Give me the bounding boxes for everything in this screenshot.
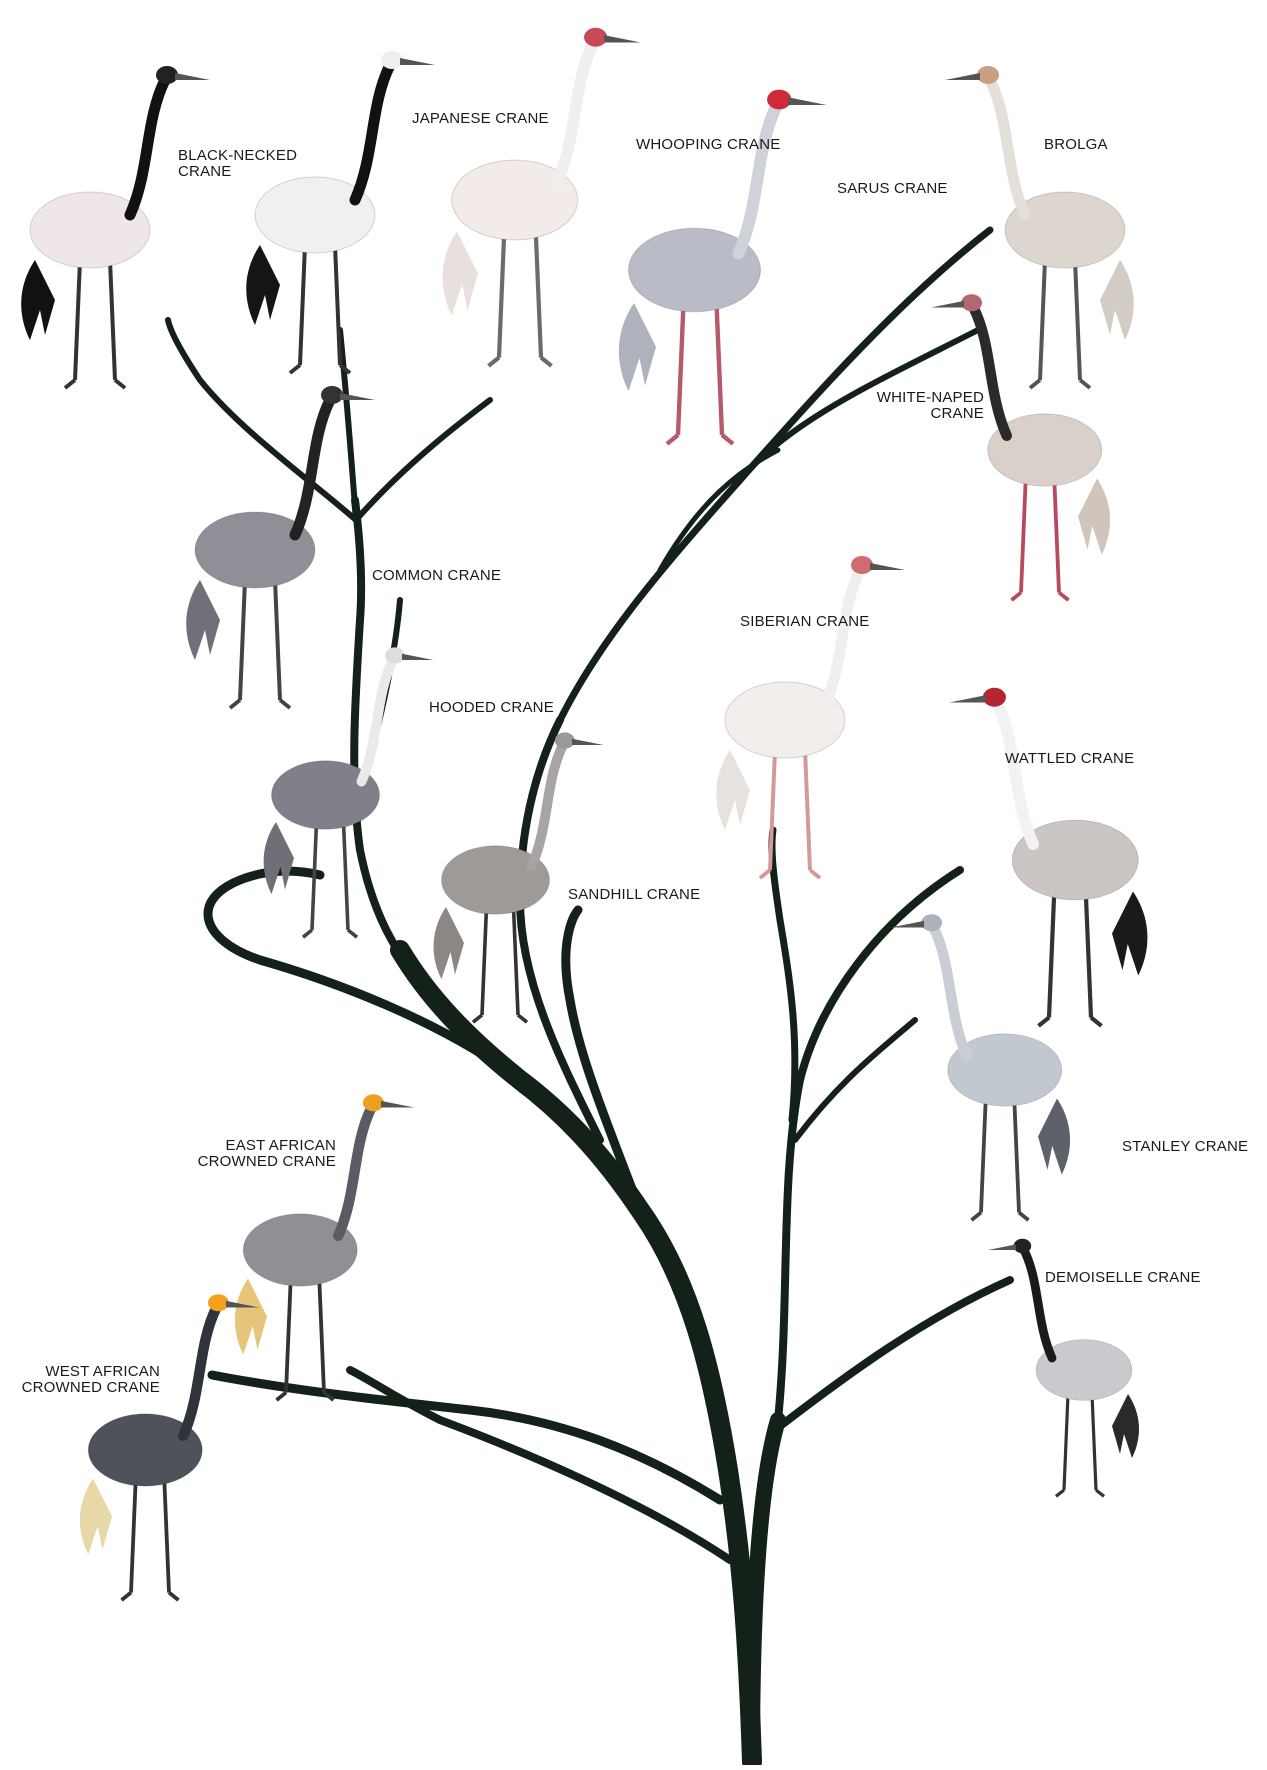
branch-siberian-low [772, 830, 795, 1120]
branch-sarus [560, 230, 990, 720]
branch-whooping-left [356, 400, 490, 520]
branch-demoiselle [775, 1280, 1010, 1430]
stanley-crane-icon [891, 914, 1070, 1220]
siberian-crane-icon [716, 556, 905, 878]
sandhill-crane-icon [434, 732, 604, 1022]
label-japanese-crane: JAPANESE CRANE [412, 111, 549, 127]
branch-east-african [350, 1370, 730, 1560]
branch-wattled [778, 870, 960, 1420]
label-demoiselle-crane: DEMOISELLE CRANE [1045, 1270, 1201, 1286]
trunk [400, 950, 752, 1762]
japanese-crane-icon [246, 51, 435, 373]
whooping-crane-icon [443, 28, 641, 366]
black-necked-crane-icon [21, 66, 210, 388]
label-common-crane: COMMON CRANE [372, 568, 501, 584]
branch-west-african [212, 1375, 720, 1500]
hooded-crane-icon [264, 647, 434, 937]
label-hooded-crane: HOODED CRANE [429, 700, 554, 716]
label-wattled-crane: WATTLED CRANE [1005, 751, 1134, 767]
brolga-icon [945, 66, 1134, 388]
label-brolga: BROLGA [1044, 137, 1108, 153]
label-whooping-crane: WHOOPING CRANE [636, 137, 780, 153]
label-stanley-crane: STANLEY CRANE [1122, 1139, 1248, 1155]
west-african-crowned-crane-icon [80, 1294, 259, 1600]
label-sandhill-crane: SANDHILL CRANE [568, 887, 700, 903]
label-sarus-crane: SARUS CRANE [837, 181, 948, 197]
branch-japanese [340, 330, 356, 520]
trunk-right [752, 1420, 778, 1762]
wattled-crane-icon [949, 688, 1147, 1026]
label-siberian-crane: SIBERIAN CRANE [740, 614, 870, 630]
